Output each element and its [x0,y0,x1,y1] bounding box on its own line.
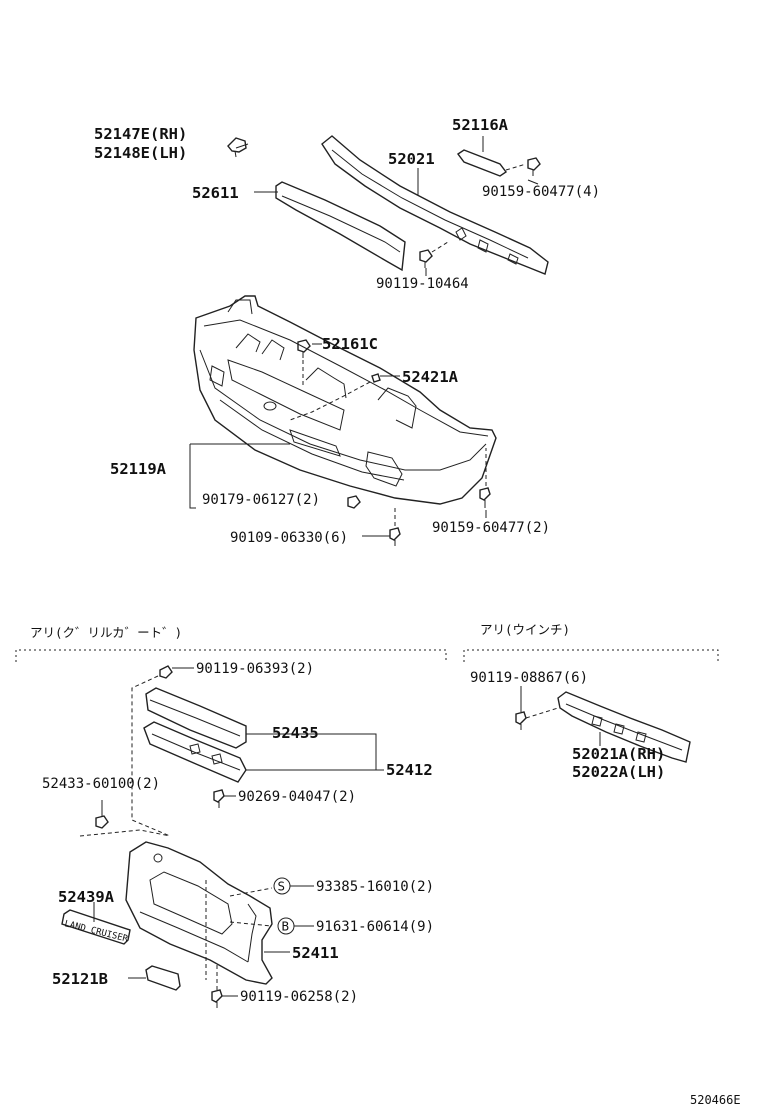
clip-52421a [289,373,381,421]
section-bracket-winch [463,649,719,662]
label-90179-06127: 90179-06127(2) [202,492,320,508]
bolt-90119-06393 [131,665,194,837]
bolt-90159-60477-upper [505,157,541,176]
front-bumper-cover-52119a [193,295,497,505]
bolt-90119-08867 [515,686,559,730]
bolt-90119-06258 [211,962,238,1008]
figure-code: 520466E [690,1093,741,1107]
bolt-90159-60477-lower [479,448,491,508]
label-91631-60614: 91631-60614(9) [316,919,434,935]
label-52439a: 52439A [58,888,115,906]
label-90119-06393: 90119-06393(2) [196,661,314,677]
section-winch: アリ(ウインチ) [480,622,570,637]
label-52116a: 52116A [452,116,509,134]
label-90109-06330: 90109-06330(6) [230,530,348,546]
label-93385-16010: 93385-16010(2) [316,879,434,895]
label-90159-60477-4: 90159-60477(4) [482,184,600,200]
label-52121b: 52121B [52,970,108,988]
label-52021: 52021 [388,150,435,168]
label-52435: 52435 [272,724,319,742]
svg-text:S: S [278,879,286,894]
winch-reinforcement-52021a [557,691,691,763]
clip-52147e [227,137,247,158]
label-90119-06258: 90119-06258(2) [240,989,358,1005]
bumper-pad-52116a [456,149,508,177]
svg-text:B: B [282,919,290,934]
screw-90109-06330 [389,506,401,546]
bolt-90119-10464 [419,241,449,268]
label-52611: 52611 [192,184,239,202]
label-52411: 52411 [292,944,339,962]
marker-b: B [277,917,295,935]
screw-90179-06127 [347,495,361,509]
label-52161c: 52161C [322,335,378,353]
section-bracket-grille-guard [15,649,447,662]
plate-52121b [128,965,181,991]
label-90119-08867: 90119-08867(6) [470,670,588,686]
clip-52161c [297,339,311,386]
label-90269-04047: 90269-04047(2) [238,789,356,805]
label-52021a: 52021A(RH) [572,745,665,763]
label-52412: 52412 [386,761,433,779]
label-52421a: 52421A [402,368,459,386]
grille-guard-lower-bar-52412 [143,721,247,783]
label-52119a: 52119A [110,460,167,478]
nut-52433-60100 [79,800,171,837]
label-52433-60100: 52433-60100(2) [42,776,160,792]
marker-s: S [273,877,291,895]
grille-guard-frame-52411 [125,841,273,985]
front-bumper-absorber-52611 [275,181,406,272]
grille-guard-upper-bar-52435 [145,687,247,749]
label-52022a: 52022A(LH) [572,763,665,781]
emblem-text: LAND CRUISER [63,919,129,945]
label-90119-10464: 90119-10464 [376,276,469,292]
bolt-90269-04047 [213,789,236,808]
label-90159-60477-2: 90159-60477(2) [432,520,550,536]
emblem-52439a: LAND CRUISER [61,902,131,945]
section-grille-guard: アリ(ク゛リルカ゛ート゛) [30,625,182,640]
label-52147e: 52147E(RH) [94,125,187,143]
label-52148e: 52148E(LH) [94,144,187,162]
front-bumper-reinforcement-52021 [321,135,549,275]
